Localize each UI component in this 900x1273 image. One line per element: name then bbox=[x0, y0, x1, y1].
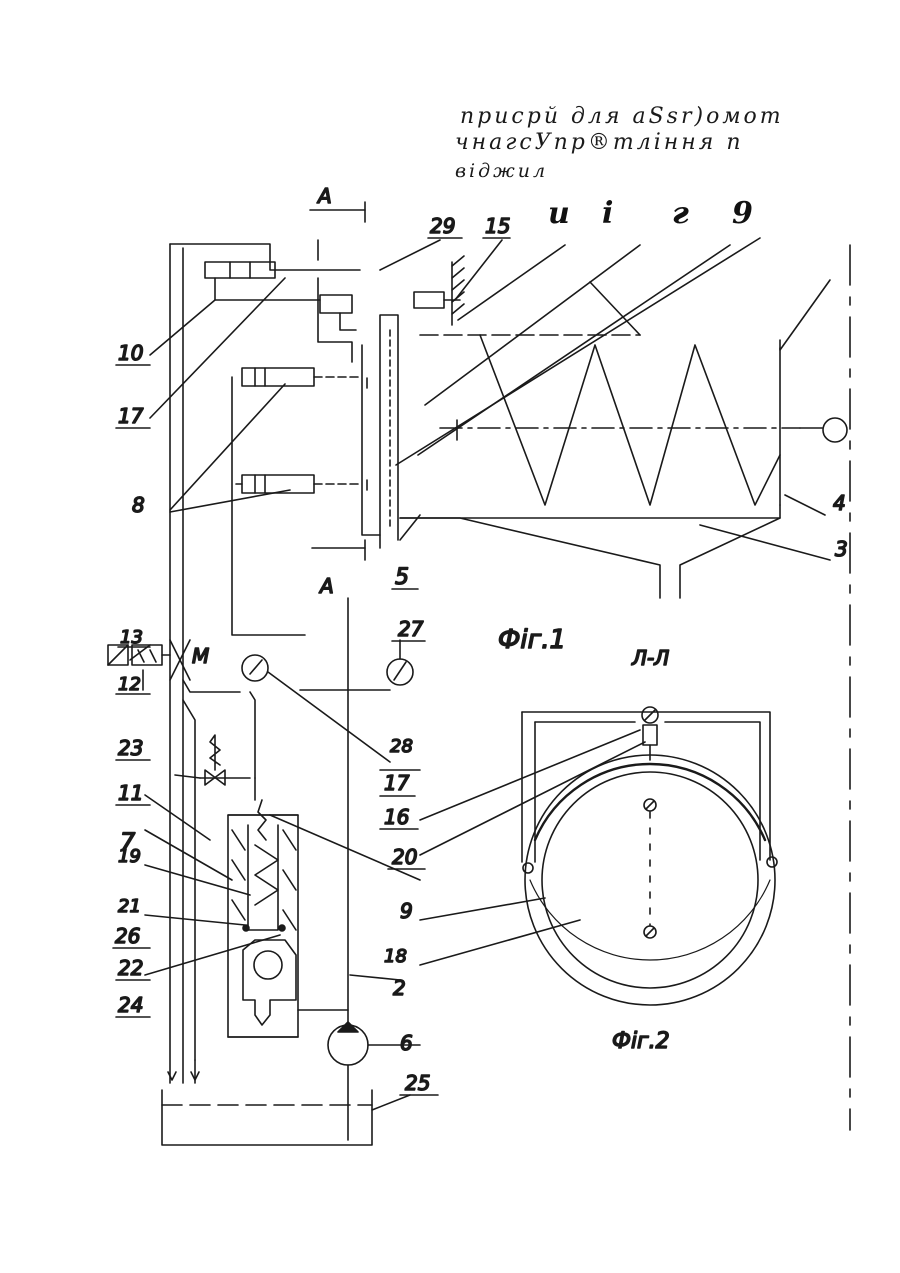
callout-11: 11 bbox=[118, 781, 143, 805]
callout-29: 29 bbox=[430, 214, 455, 238]
callout-21: 21 bbox=[118, 896, 141, 917]
fig1-label: Фіг.1 bbox=[498, 625, 566, 655]
machine-body bbox=[400, 245, 850, 1130]
callout-17-bottom: 17 bbox=[384, 771, 410, 795]
fig2-drawing bbox=[420, 707, 777, 1005]
callout-6: 6 bbox=[400, 1031, 413, 1055]
cylinders-8 bbox=[236, 368, 360, 493]
fig2-label: Фіг.2 bbox=[612, 1029, 670, 1054]
callout-3: 3 bbox=[835, 537, 848, 561]
callout-13: 13 bbox=[120, 627, 143, 648]
callout-16: 16 bbox=[384, 805, 409, 829]
section-mark-a-top: А bbox=[316, 184, 332, 208]
callout-17-top: 17 bbox=[118, 404, 144, 428]
callout-28: 28 bbox=[390, 736, 413, 757]
callout-4: 4 bbox=[833, 491, 846, 515]
callout-9: 9 bbox=[400, 899, 413, 923]
callout-24: 24 bbox=[118, 993, 143, 1017]
section-mark-a-bottom: А bbox=[318, 574, 334, 598]
callout-15: 15 bbox=[485, 214, 510, 238]
clamp-bracket bbox=[318, 278, 356, 362]
gauges bbox=[242, 640, 413, 762]
callout-5: 5 bbox=[395, 565, 409, 590]
fig1-leaders bbox=[130, 202, 830, 690]
callout-23: 23 bbox=[118, 736, 143, 760]
callout-27: 27 bbox=[398, 617, 424, 641]
valve-13-12 bbox=[108, 645, 170, 665]
callout-m: М bbox=[192, 644, 209, 668]
callout-2: 2 bbox=[393, 976, 406, 1000]
callout-19: 19 bbox=[118, 846, 141, 867]
callout-25: 25 bbox=[405, 1071, 430, 1095]
callout-26: 26 bbox=[115, 924, 140, 948]
callout-22: 22 bbox=[118, 956, 143, 980]
section-label: Л-Л bbox=[631, 646, 669, 670]
top-cylinder bbox=[205, 262, 320, 300]
valve-body bbox=[228, 800, 348, 1037]
valve-leaders bbox=[145, 775, 420, 980]
callout-10: 10 bbox=[118, 341, 143, 365]
callout-20: 20 bbox=[392, 845, 417, 869]
pump-and-tank bbox=[162, 1022, 420, 1145]
callout-18: 18 bbox=[384, 946, 407, 967]
top-stop bbox=[414, 256, 464, 325]
plate-assembly bbox=[318, 240, 398, 548]
callout-8: 8 bbox=[132, 493, 145, 517]
callout-12: 12 bbox=[118, 674, 141, 695]
